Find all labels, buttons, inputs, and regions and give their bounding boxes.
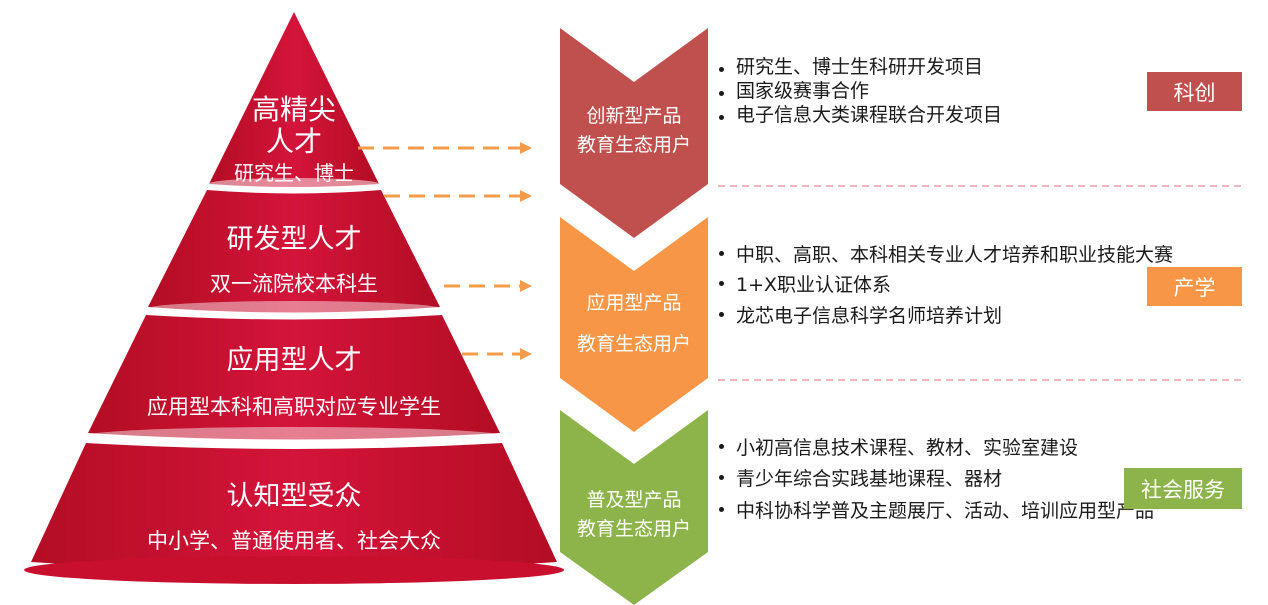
tier-2-subtitle: 双一流院校本科生	[210, 272, 378, 296]
section-3-list: 小初高信息技术课程、教材、实验室建设 青少年综合实践基地课程、器材 中科协科学普…	[716, 433, 1154, 527]
pyramid-tier-3	[88, 315, 500, 440]
pyramid-base-plate	[24, 556, 564, 584]
chevron-1-line2: 教育生态用户	[577, 134, 691, 156]
tag-social-service: 社会服务	[1124, 468, 1242, 509]
chevron-applied	[560, 217, 708, 432]
chevron-innovation	[560, 28, 708, 238]
list-item: 1+X职业认证体系	[716, 270, 1173, 300]
pyramid-tier-2	[148, 190, 440, 313]
chevron-2-line1: 应用型产品	[586, 292, 681, 314]
pyramid	[24, 12, 564, 584]
tier-4-subtitle: 中小学、普通使用者、社会大众	[147, 529, 441, 553]
chevron-3-line2: 教育生态用户	[577, 518, 691, 540]
chevron-popular	[560, 410, 708, 605]
list-item: 研究生、博士生科研开发项目	[716, 56, 1002, 80]
pyramid-tier-base	[31, 443, 557, 571]
tier-top-rim	[208, 178, 380, 190]
list-item: 龙芯电子信息科学名师培养计划	[716, 301, 1173, 331]
section-1-list: 研究生、博士生科研开发项目 国家级赛事合作 电子信息大类课程联合开发项目	[716, 56, 1002, 127]
arrowhead-3	[520, 280, 532, 292]
section-2-list: 中职、高职、本科相关专业人才培养和职业技能大赛 1+X职业认证体系 龙芯电子信息…	[716, 240, 1173, 331]
tier-3-subtitle: 应用型本科和高职对应专业学生	[147, 395, 441, 419]
tier-2-title: 研发型人才	[227, 224, 362, 255]
tier-1-subtitle: 研究生、博士	[234, 161, 354, 185]
tier-3-rim	[86, 427, 502, 445]
tier-4-title: 认知型受众	[227, 481, 362, 512]
list-item: 国家级赛事合作	[716, 80, 1002, 104]
list-item: 电子信息大类课程联合开发项目	[716, 104, 1002, 128]
list-item: 青少年综合实践基地课程、器材	[716, 464, 1154, 495]
tag-industry-academia: 产学	[1147, 267, 1242, 306]
arrowhead-1	[520, 142, 532, 154]
tag-sci-innovation: 科创	[1147, 72, 1242, 111]
arrowhead-4	[520, 348, 532, 360]
pyramid-tier-top	[209, 12, 379, 187]
tier-1-title-line1: 高精尖	[252, 93, 336, 126]
chevron-1-line1: 创新型产品	[586, 105, 681, 127]
chevron-2-line2: 教育生态用户	[577, 333, 691, 355]
chevron-3-line1: 普及型产品	[586, 489, 681, 511]
tier-2-rim	[146, 301, 442, 317]
tier-3-title: 应用型人才	[227, 345, 362, 376]
arrowhead-2	[520, 190, 532, 202]
list-item: 中职、高职、本科相关专业人才培养和职业技能大赛	[716, 240, 1173, 270]
connectors	[358, 146, 520, 356]
tier-1-title-line2: 人才	[266, 125, 322, 158]
connector-heads	[520, 142, 532, 360]
list-item: 小初高信息技术课程、教材、实验室建设	[716, 433, 1154, 464]
list-item: 中科协科学普及主题展厅、活动、培训应用型产品	[716, 496, 1154, 527]
